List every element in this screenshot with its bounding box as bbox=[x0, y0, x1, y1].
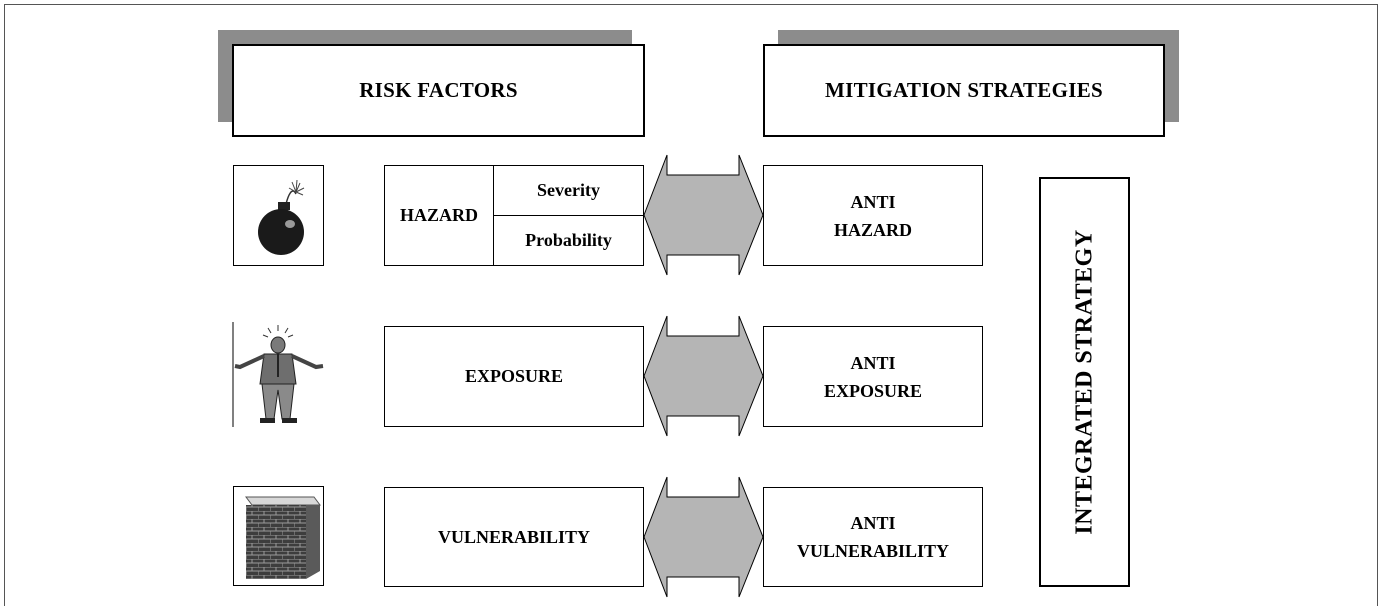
anti-vulnerability-line2: VULNERABILITY bbox=[796, 541, 950, 561]
outer-frame bbox=[4, 4, 1378, 606]
anti-hazard-line1: ANTI bbox=[850, 191, 896, 212]
vulnerability-box: VULNERABILITY bbox=[384, 487, 644, 587]
anti-hazard-line2: HAZARD bbox=[833, 219, 912, 240]
exposure-label: EXPOSURE bbox=[464, 366, 563, 386]
anti-exposure-box: ANTI EXPOSURE bbox=[763, 326, 983, 427]
bomb-icon bbox=[258, 179, 305, 255]
anti-vulnerability-box: ANTI VULNERABILITY bbox=[763, 487, 983, 587]
mitigation-strategies-title: MITIGATION STRATEGIES bbox=[824, 78, 1103, 102]
risk-factors-header: RISK FACTORS bbox=[232, 44, 645, 137]
exposure-box: EXPOSURE bbox=[384, 326, 644, 427]
hazard-label: HAZARD bbox=[399, 205, 478, 225]
probability-cell: Probability bbox=[525, 230, 612, 250]
hazard-box: HAZARD Severity Probability bbox=[384, 165, 644, 266]
brick-wall-icon bbox=[245, 496, 321, 579]
brick-wall-icon-frame bbox=[233, 486, 324, 586]
integrated-strategy-label: INTEGRATED STRATEGY bbox=[1071, 229, 1097, 535]
hazard-divider-horizontal bbox=[493, 215, 643, 216]
worried-person-icon bbox=[232, 322, 324, 427]
vulnerability-label: VULNERABILITY bbox=[437, 526, 591, 547]
anti-hazard-box: ANTI HAZARD bbox=[763, 165, 983, 266]
anti-vulnerability-line1: ANTI bbox=[850, 513, 896, 533]
bomb-icon-frame bbox=[233, 165, 324, 266]
anti-exposure-line1: ANTI bbox=[850, 352, 896, 373]
severity-cell: Severity bbox=[537, 180, 600, 200]
risk-factors-title: RISK FACTORS bbox=[359, 78, 518, 102]
integrated-strategy-box: INTEGRATED STRATEGY bbox=[1039, 177, 1130, 587]
mitigation-strategies-header: MITIGATION STRATEGIES bbox=[763, 44, 1165, 137]
anti-exposure-line2: EXPOSURE bbox=[823, 380, 922, 401]
